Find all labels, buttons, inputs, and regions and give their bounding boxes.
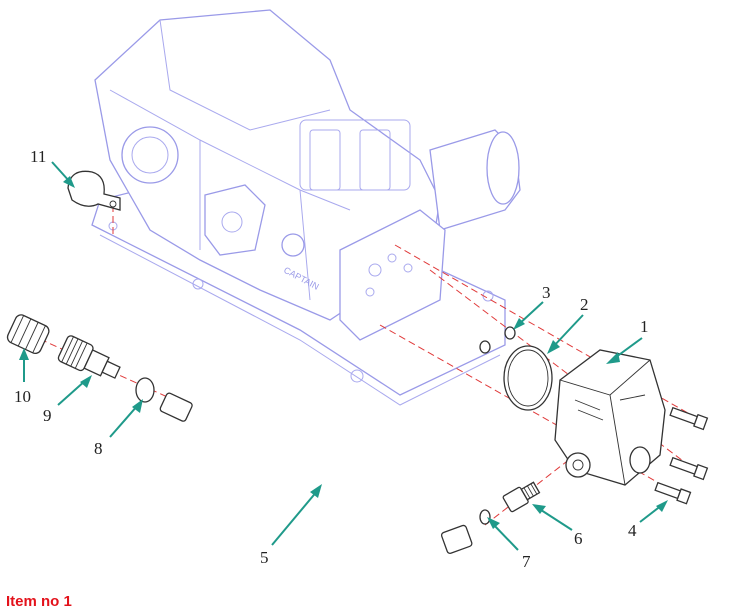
callout-1: 1	[640, 317, 649, 336]
callout-10: 10	[14, 387, 31, 406]
washer-part-8	[135, 377, 155, 403]
callout-2: 2	[580, 295, 589, 314]
item-caption: Item no 1	[6, 593, 72, 610]
callout-9: 9	[43, 406, 52, 425]
washers-part-3	[479, 326, 516, 354]
callout-8: 8	[94, 439, 103, 458]
pump-body-part-1	[554, 349, 666, 486]
exploded-parts-diagram: CAPTAIN	[6, 9, 709, 571]
washer-part-7	[479, 509, 491, 525]
clamp-part-11	[67, 170, 121, 211]
fitting-part-9	[57, 335, 121, 379]
pipe-part-5	[159, 392, 473, 554]
callout-11: 11	[30, 147, 46, 166]
callout-7: 7	[522, 552, 531, 571]
callout-5: 5	[260, 548, 269, 567]
adapter-part-6	[502, 481, 541, 513]
callout-4: 4	[628, 521, 637, 540]
callouts: 1 2 3 4 5 6 7 8 9 10	[14, 147, 668, 571]
callout-3: 3	[542, 283, 551, 302]
transmission-housing: CAPTAIN	[91, 9, 521, 406]
o-ring-part-2	[503, 345, 553, 411]
cap-part-10	[6, 314, 50, 355]
callout-6: 6	[574, 529, 583, 548]
bolts-part-4	[654, 406, 709, 505]
